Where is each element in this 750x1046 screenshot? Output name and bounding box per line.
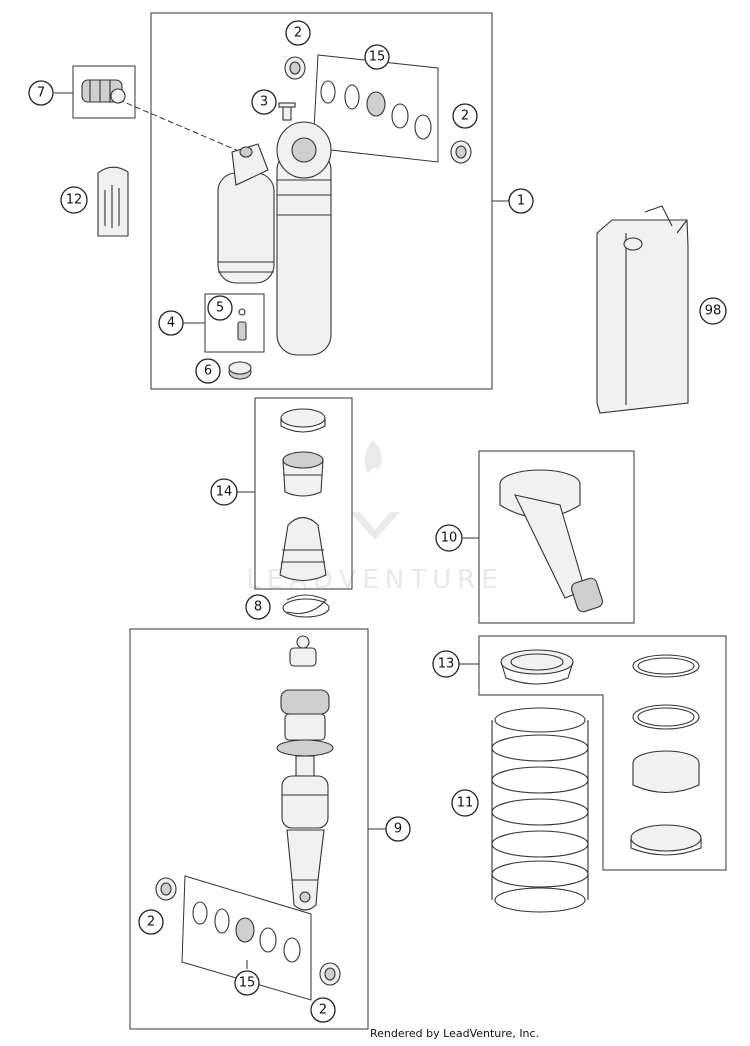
bump-rubber-part-14c bbox=[279, 516, 327, 582]
kit-box-15-top bbox=[312, 54, 439, 163]
assembly-box-14 bbox=[254, 397, 353, 590]
callout-98[interactable]: 98 bbox=[699, 297, 727, 325]
shock-absorber-part-1 bbox=[217, 121, 332, 356]
callout-2-bottom-right[interactable]: 2 bbox=[310, 997, 336, 1023]
callout-11[interactable]: 11 bbox=[451, 789, 479, 817]
damper-rod-part-9 bbox=[276, 635, 334, 911]
callout-14[interactable]: 14 bbox=[210, 478, 238, 506]
oil-can-part-98 bbox=[596, 205, 689, 414]
bushing-part-2-top-left bbox=[284, 56, 306, 80]
bushing-part-2-top-right bbox=[450, 140, 472, 164]
callout-2-bottom-left[interactable]: 2 bbox=[138, 909, 164, 935]
callout-15-top[interactable]: 15 bbox=[364, 44, 390, 70]
assembly-box-10 bbox=[478, 450, 635, 624]
screw-part-3 bbox=[278, 102, 296, 121]
seal-kit-part-15-bottom bbox=[192, 901, 301, 963]
assembly-box-7 bbox=[72, 65, 136, 119]
callout-1[interactable]: 1 bbox=[508, 188, 534, 214]
valve-part-5 bbox=[237, 308, 247, 341]
adjuster-part-7 bbox=[81, 79, 126, 104]
coil-spring-part-11 bbox=[491, 707, 589, 913]
callout-7[interactable]: 7 bbox=[28, 80, 54, 106]
callout-5[interactable]: 5 bbox=[207, 295, 233, 321]
spanner-tool-part-10 bbox=[499, 469, 603, 613]
seal-kit-part-15-top bbox=[320, 80, 432, 140]
callout-15-bottom[interactable]: 15 bbox=[234, 970, 260, 996]
sticker-part-12 bbox=[97, 166, 129, 237]
callout-13[interactable]: 13 bbox=[432, 650, 460, 678]
rendered-by-footer: Rendered by LeadVenture, Inc. bbox=[370, 1027, 540, 1040]
callout-8[interactable]: 8 bbox=[245, 594, 271, 620]
spring-washers-part-13 bbox=[630, 654, 702, 856]
callout-6[interactable]: 6 bbox=[195, 358, 221, 384]
stop-ring-part-14a bbox=[280, 408, 326, 433]
assembly-box-13 bbox=[478, 635, 727, 871]
callout-9[interactable]: 9 bbox=[385, 816, 411, 842]
leader-lines bbox=[54, 62, 509, 969]
bushing-part-2-bottom-right bbox=[319, 962, 341, 986]
kit-box-15-bottom bbox=[181, 875, 312, 1001]
spring-seat-part-13 bbox=[500, 649, 574, 685]
callout-4[interactable]: 4 bbox=[158, 310, 184, 336]
callout-3[interactable]: 3 bbox=[251, 89, 277, 115]
circlip-part-8 bbox=[282, 594, 330, 618]
callout-2-top-left[interactable]: 2 bbox=[285, 20, 311, 46]
callout-10[interactable]: 10 bbox=[435, 524, 463, 552]
callout-12[interactable]: 12 bbox=[60, 186, 88, 214]
callout-2-top-right[interactable]: 2 bbox=[452, 103, 478, 129]
cap-part-6 bbox=[228, 361, 252, 380]
bushing-part-2-bottom-left bbox=[155, 877, 177, 901]
seal-head-part-14b bbox=[282, 451, 324, 497]
